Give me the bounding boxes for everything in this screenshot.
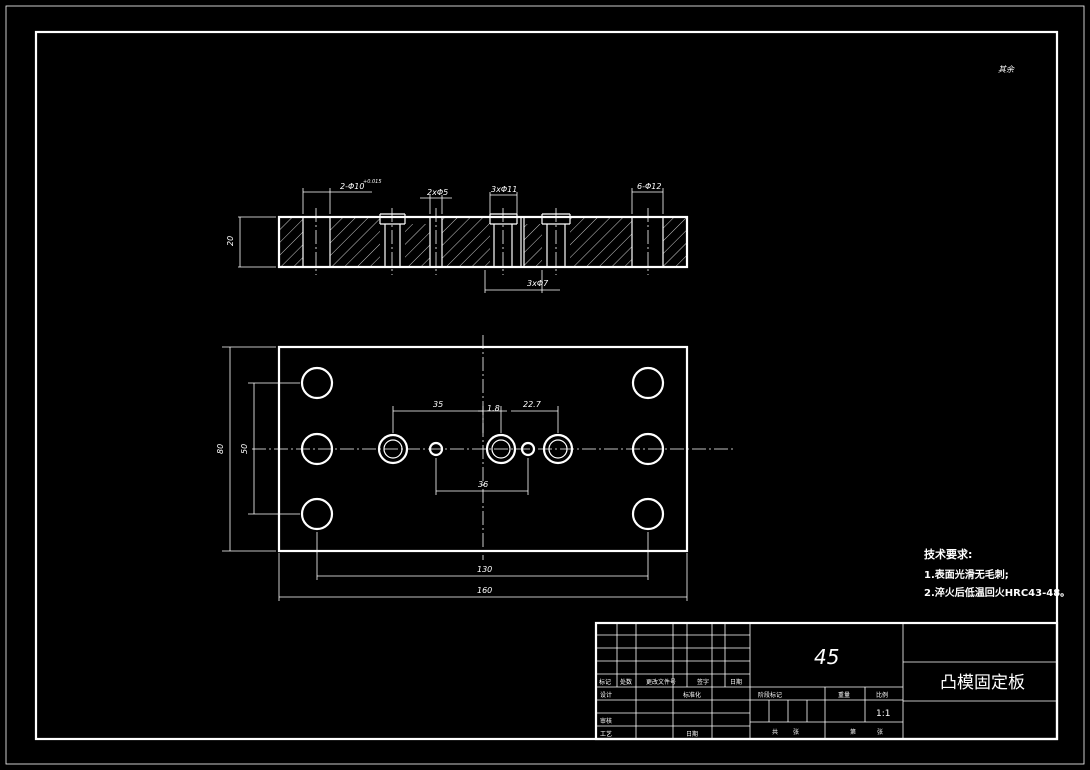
notes-line-2: 2.淬火后低温回火HRC43-48。 xyxy=(924,586,1070,599)
label-page: 第 xyxy=(850,728,856,736)
label-mark: 标记 xyxy=(599,678,611,686)
notes-line-1: 1.表面光滑无毛刺; xyxy=(924,568,1009,581)
corner-mark: 其余 xyxy=(998,65,1015,74)
label-approve: 日期 xyxy=(686,730,698,738)
label-check: 审核 xyxy=(600,717,612,725)
label-page2: 张 xyxy=(877,728,883,736)
punch-hole-2-inner xyxy=(491,439,511,459)
label-zone: 更改文件号 xyxy=(646,678,676,686)
pin-hole-2 xyxy=(520,441,536,457)
dim-22-7: 22.7 xyxy=(523,400,542,409)
side-dims xyxy=(238,188,664,293)
notes-title: 技术要求: xyxy=(924,547,972,561)
dim-inner-height: 50 xyxy=(240,444,249,454)
top-view: 80 50 35 1.8 22.7 36 130 160 xyxy=(216,335,735,601)
technical-notes: 技术要求: 1.表面光滑无毛刺; 2.淬火后低温回火HRC43-48。 xyxy=(924,547,1070,599)
dim-thickness: 20 xyxy=(226,236,235,246)
side-hole-lines xyxy=(302,213,664,267)
hole-mid-right xyxy=(631,432,665,466)
label-weight: 重量 xyxy=(838,691,850,699)
label-design: 设计 xyxy=(600,691,612,699)
scale-value: 1:1 xyxy=(876,709,890,719)
side-centerlines xyxy=(315,208,649,275)
outer-frame xyxy=(5,5,1085,765)
dim-counterbore: 2-Φ10 xyxy=(340,182,364,191)
section-hatch xyxy=(279,217,687,267)
top-dims xyxy=(222,346,688,601)
part-name: 凸模固定板 xyxy=(940,673,1025,693)
mounting-holes xyxy=(300,366,665,531)
dim-corner-holes: 6-Φ12 xyxy=(637,182,661,191)
title-block: 45 凸模固定板 1:1 标记 处数 更改文件号 签字 日期 设计 标准化 审核… xyxy=(594,621,1059,741)
dim-pin: 2xΦ5 xyxy=(427,188,448,197)
side-view: 20 2-Φ10 +0.015 2xΦ5 3xΦ11 6-Φ12 3xΦ7 xyxy=(226,179,689,293)
hole-bot-left xyxy=(300,497,334,531)
label-stage: 阶段标记 xyxy=(758,691,782,699)
punch-hole-3-outer xyxy=(542,433,574,465)
label-standard: 标准化 xyxy=(683,691,701,699)
punch-holes xyxy=(377,433,574,465)
hole-mid-left xyxy=(300,432,334,466)
dim-counterbore-tol: +0.015 xyxy=(363,179,382,185)
label-count: 处数 xyxy=(620,678,632,686)
dim-center-holes: 3xΦ11 xyxy=(491,185,517,194)
punch-hole-2-outer xyxy=(485,433,517,465)
hole-top-left xyxy=(300,366,334,400)
label-sheet2: 张 xyxy=(793,728,799,736)
label-date: 日期 xyxy=(730,678,742,686)
dim-height: 80 xyxy=(216,444,225,454)
material-value: 45 xyxy=(814,645,839,669)
dim-1-8: 1.8 xyxy=(487,404,500,413)
punch-hole-1-outer xyxy=(377,433,409,465)
label-process: 工艺 xyxy=(600,730,612,738)
label-ratio: 比例 xyxy=(876,691,888,699)
punch-hole-3-inner xyxy=(548,439,568,459)
dim-160: 160 xyxy=(477,586,492,595)
label-sheet: 共 xyxy=(772,728,778,736)
punch-hole-1-inner xyxy=(383,439,403,459)
dim-small-holes: 3xΦ7 xyxy=(527,279,549,288)
hole-top-right xyxy=(631,366,665,400)
side-outline xyxy=(277,215,689,269)
dim-130: 130 xyxy=(477,565,492,574)
dim-35: 35 xyxy=(433,400,443,409)
pin-hole-1 xyxy=(428,441,444,457)
hole-bot-right xyxy=(631,497,665,531)
inner-frame xyxy=(34,30,1059,741)
top-centerlines xyxy=(252,335,735,560)
dim-36: 36 xyxy=(478,480,488,489)
label-sign: 签字 xyxy=(697,678,709,686)
